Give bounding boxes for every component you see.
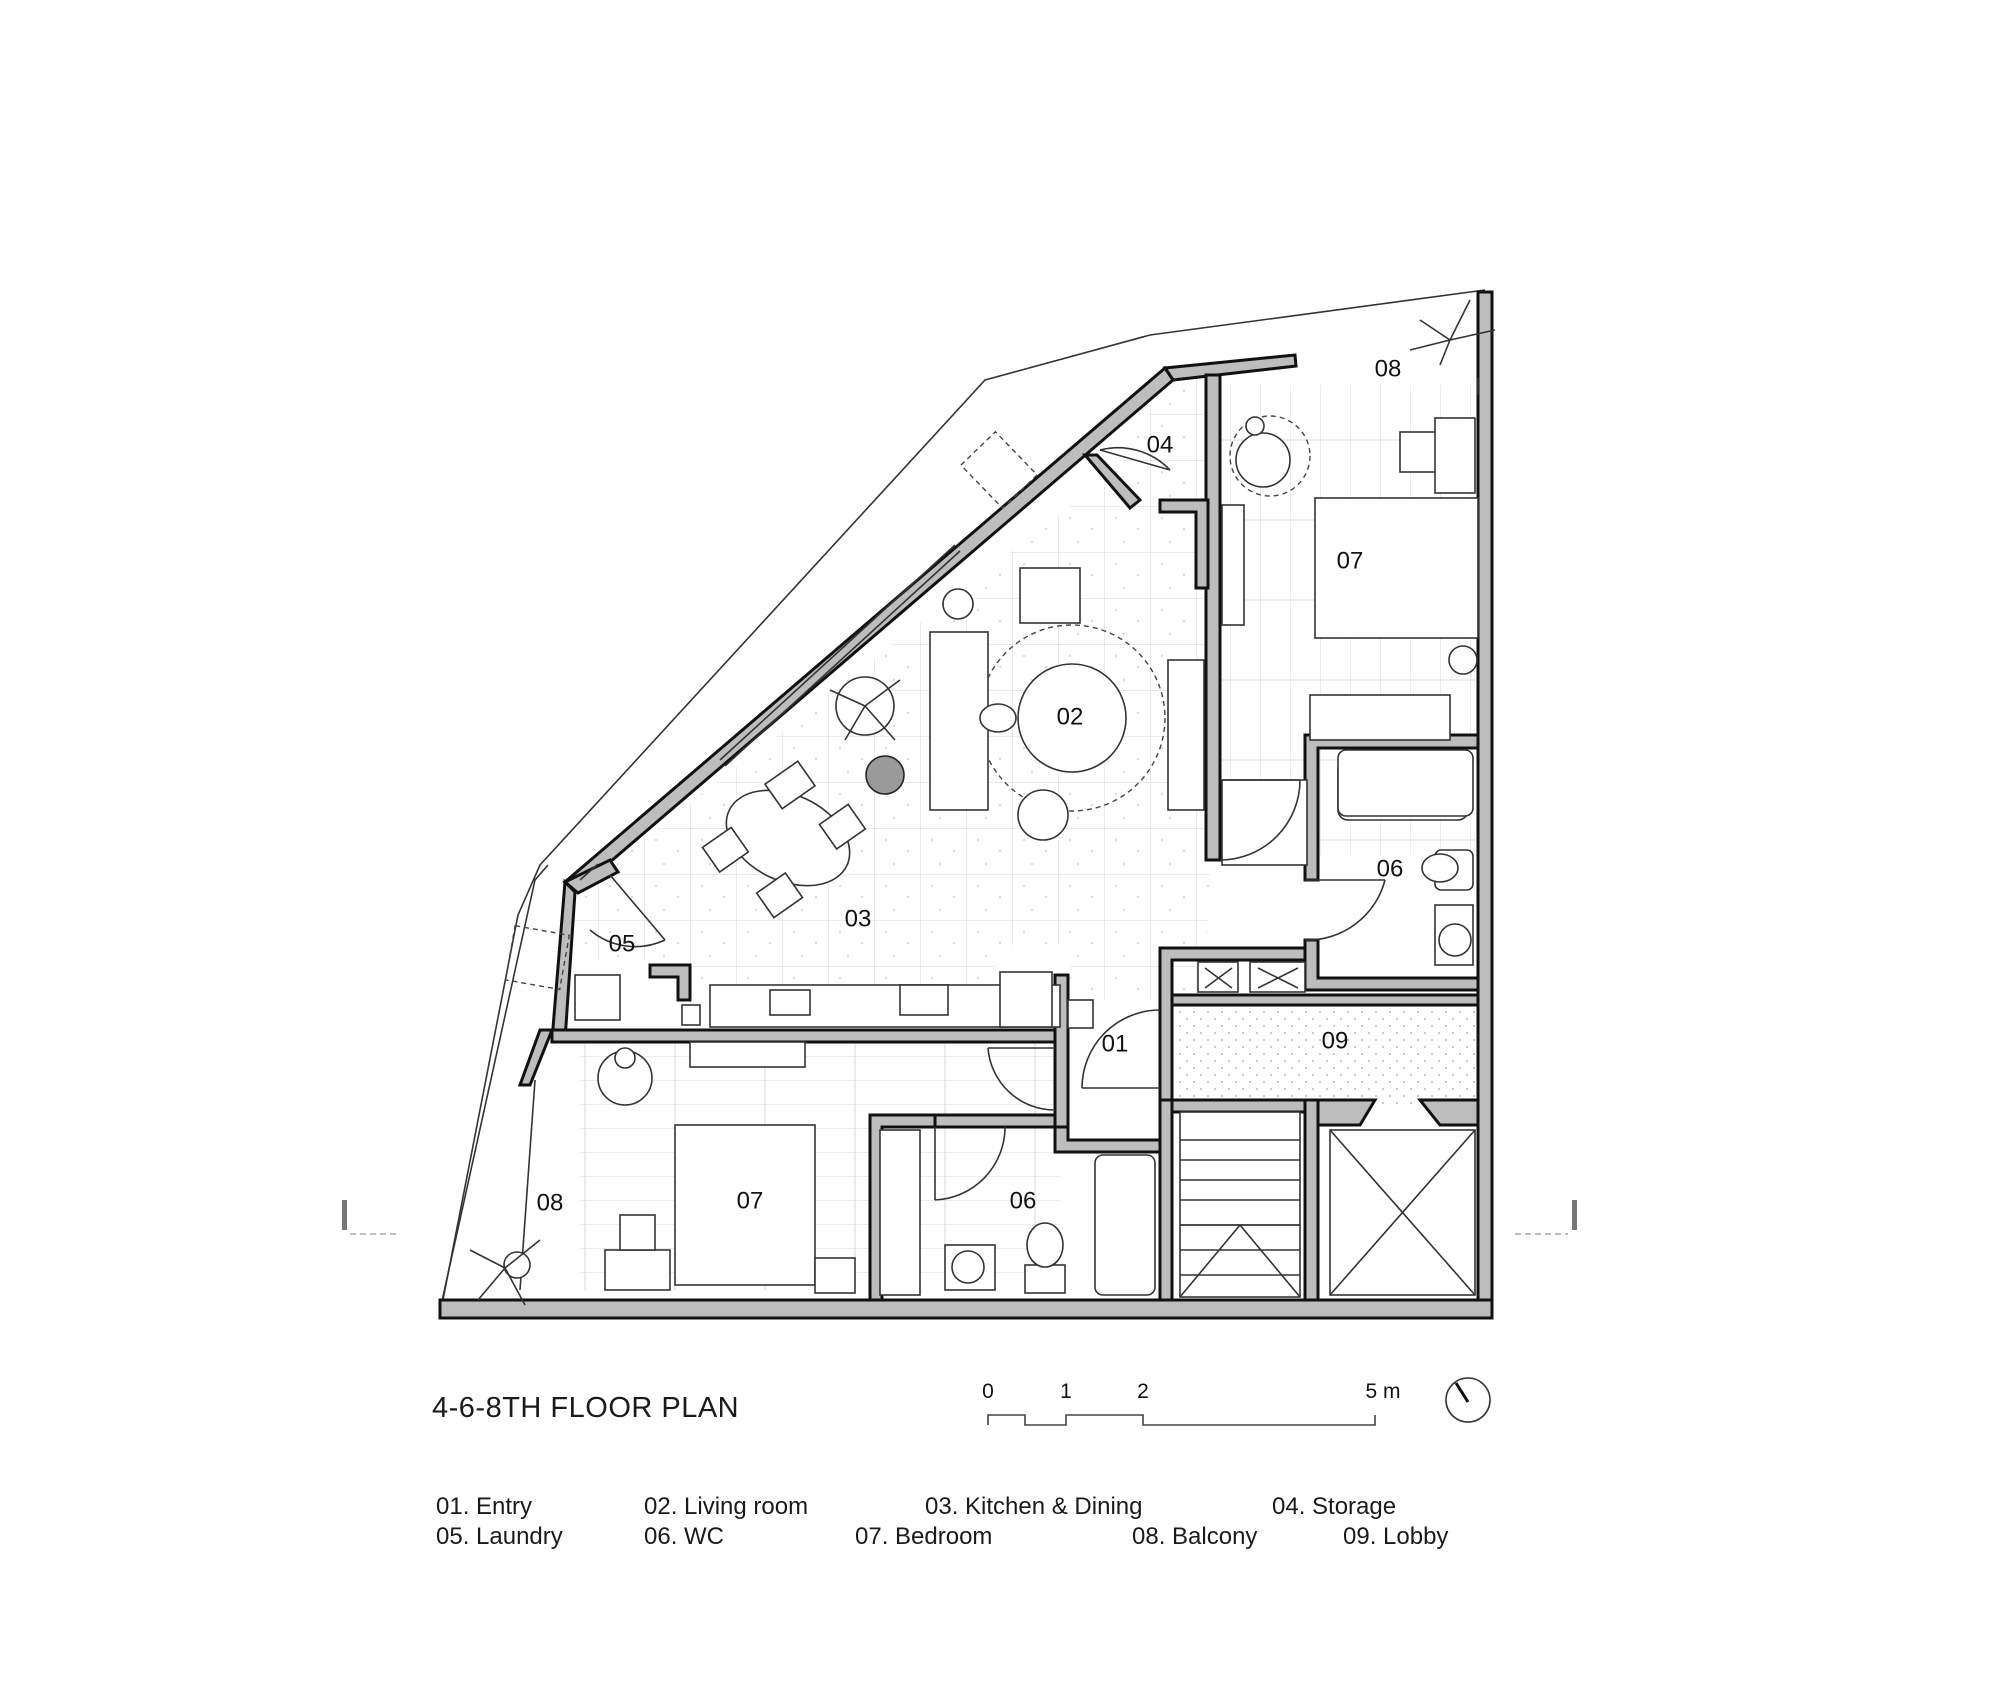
lobby	[1197, 961, 1306, 993]
label-kitchen-dining: 03	[845, 905, 872, 932]
label-storage: 04	[1147, 431, 1174, 458]
bedroom-bottom-furniture	[503, 1041, 921, 1296]
kitchen-counter	[574, 971, 1094, 1029]
label-living-room: 02	[1057, 703, 1084, 730]
stair	[1179, 1111, 1301, 1298]
legend-laundry: 05. Laundry	[436, 1523, 563, 1550]
scale-tick-2: 2	[1137, 1380, 1149, 1403]
scale-tick-1: 1	[1060, 1380, 1072, 1403]
wc-right-fixtures	[1337, 749, 1474, 966]
north-arrow-icon	[1445, 1377, 1491, 1423]
legend-kitchen-dining: 03. Kitchen & Dining	[925, 1493, 1143, 1520]
scale-tick-5: 5 m	[1365, 1380, 1400, 1403]
legend-lobby: 09. Lobby	[1343, 1523, 1449, 1550]
legend-bedroom: 07. Bedroom	[855, 1523, 993, 1550]
label-laundry: 05	[609, 930, 636, 957]
room-labels: 01 02 03 04 05 06 06 07 07 08 08 09	[537, 355, 1404, 1216]
lift-shaft	[1329, 1129, 1476, 1296]
scale-tick-0: 0	[982, 1380, 994, 1403]
doors	[589, 446, 1386, 1201]
dining-furniture	[701, 760, 867, 919]
label-lobby: 09	[1322, 1027, 1349, 1054]
legend-balcony: 08. Balcony	[1132, 1523, 1258, 1550]
label-bedroom-bottom: 07	[737, 1187, 764, 1214]
drawing-title: 4-6-8TH FLOOR PLAN	[432, 1392, 740, 1424]
scale-bar: 0 1 2 5 m	[982, 1380, 1401, 1426]
label-balcony-bottom: 08	[537, 1189, 564, 1216]
label-wc-bottom: 06	[1010, 1187, 1037, 1214]
walls	[438, 290, 1494, 1320]
label-entry: 01	[1102, 1030, 1129, 1057]
label-wc-right: 06	[1377, 855, 1404, 882]
living-furniture	[835, 567, 1205, 841]
legend-living-room: 02. Living room	[644, 1493, 809, 1520]
section-mark-icon	[342, 1200, 1577, 1235]
label-balcony-top: 08	[1375, 355, 1402, 382]
wc-bottom-fixtures	[944, 1154, 1156, 1296]
legend-storage: 04. Storage	[1272, 1493, 1397, 1520]
legend-entry: 01. Entry	[436, 1493, 533, 1520]
plants	[469, 299, 1496, 1306]
label-bedroom-top: 07	[1337, 547, 1364, 574]
legend-wc: 06. WC	[644, 1523, 725, 1550]
site-outline	[439, 289, 1486, 1316]
